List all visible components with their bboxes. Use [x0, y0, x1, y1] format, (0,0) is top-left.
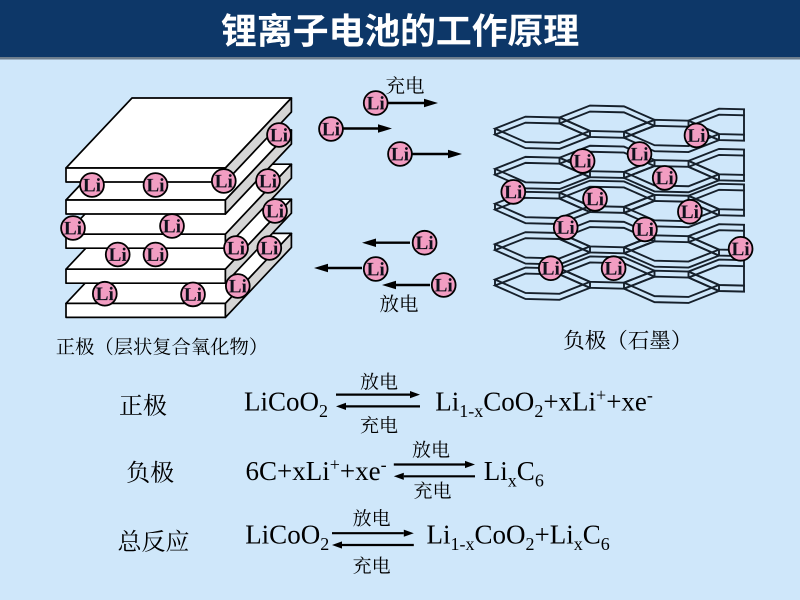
svg-text:6C+xLi++xe-: 6C+xLi++xe-	[246, 455, 387, 487]
svg-text:Li1-xCoO2+LixC6: Li1-xCoO2+LixC6	[427, 520, 610, 555]
svg-text:Li1-xCoO2+xLi++xe-: Li1-xCoO2+xLi++xe-	[435, 385, 653, 421]
svg-text:LixC6: LixC6	[484, 456, 544, 491]
svg-text:LiCoO2: LiCoO2	[245, 520, 329, 555]
svg-text:LiCoO2: LiCoO2	[244, 387, 328, 422]
